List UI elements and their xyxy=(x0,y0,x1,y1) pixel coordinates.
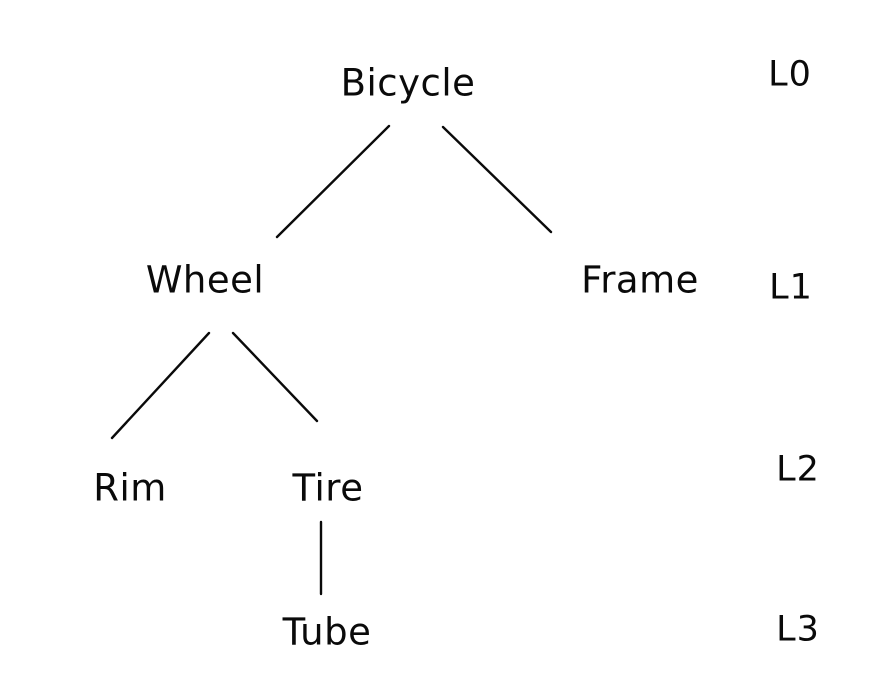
level-label-l1: L1 xyxy=(769,267,813,308)
edge-bicycle-wheel xyxy=(275,124,391,239)
node-wheel: Wheel xyxy=(145,258,265,302)
node-bicycle: Bicycle xyxy=(340,61,476,105)
level-label-l0: L0 xyxy=(768,54,812,95)
edge-wheel-rim xyxy=(110,331,211,440)
edge-bicycle-frame xyxy=(441,125,553,234)
node-rim: Rim xyxy=(93,466,167,510)
node-tube: Tube xyxy=(282,610,372,654)
node-tire: Tire xyxy=(292,466,364,510)
level-label-l3: L3 xyxy=(776,609,820,650)
edge-wheel-tire xyxy=(231,331,319,423)
level-label-l2: L2 xyxy=(776,449,820,490)
node-frame: Frame xyxy=(581,258,699,302)
